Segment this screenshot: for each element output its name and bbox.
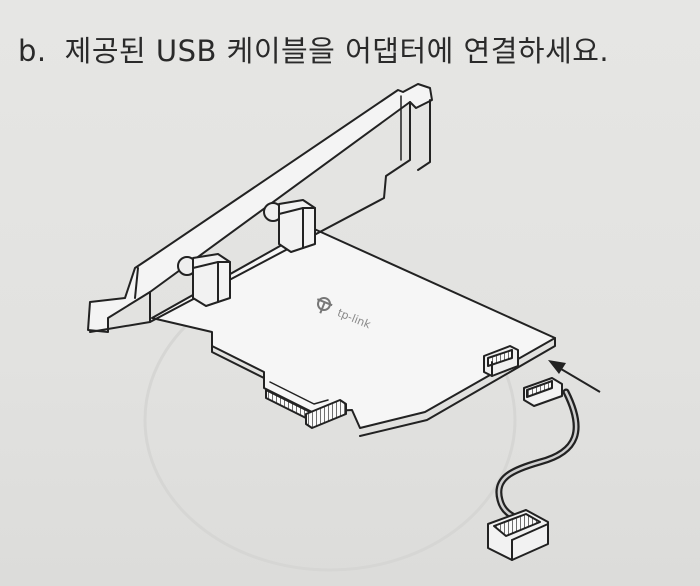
usb-cable-large-plug	[487, 509, 549, 561]
usb-header-on-card	[483, 345, 519, 377]
antenna-connector-1	[177, 253, 231, 307]
step-label: b.	[18, 34, 47, 68]
instruction-text: 제공된 USB 케이블을 어댑터에 연결하세요.	[64, 34, 610, 68]
usb-cable-small-plug	[523, 377, 563, 407]
antenna-connector-2	[263, 199, 316, 253]
usb-cable-illustration	[487, 377, 580, 561]
pcie-card-illustration	[87, 83, 556, 437]
metal-bracket	[87, 83, 433, 333]
pcie-gold-fingers-small	[305, 399, 347, 429]
instruction-line: b. 제공된 USB 케이블을 어댑터에 연결하세요.	[18, 28, 609, 70]
insert-arrow-icon	[548, 360, 601, 393]
